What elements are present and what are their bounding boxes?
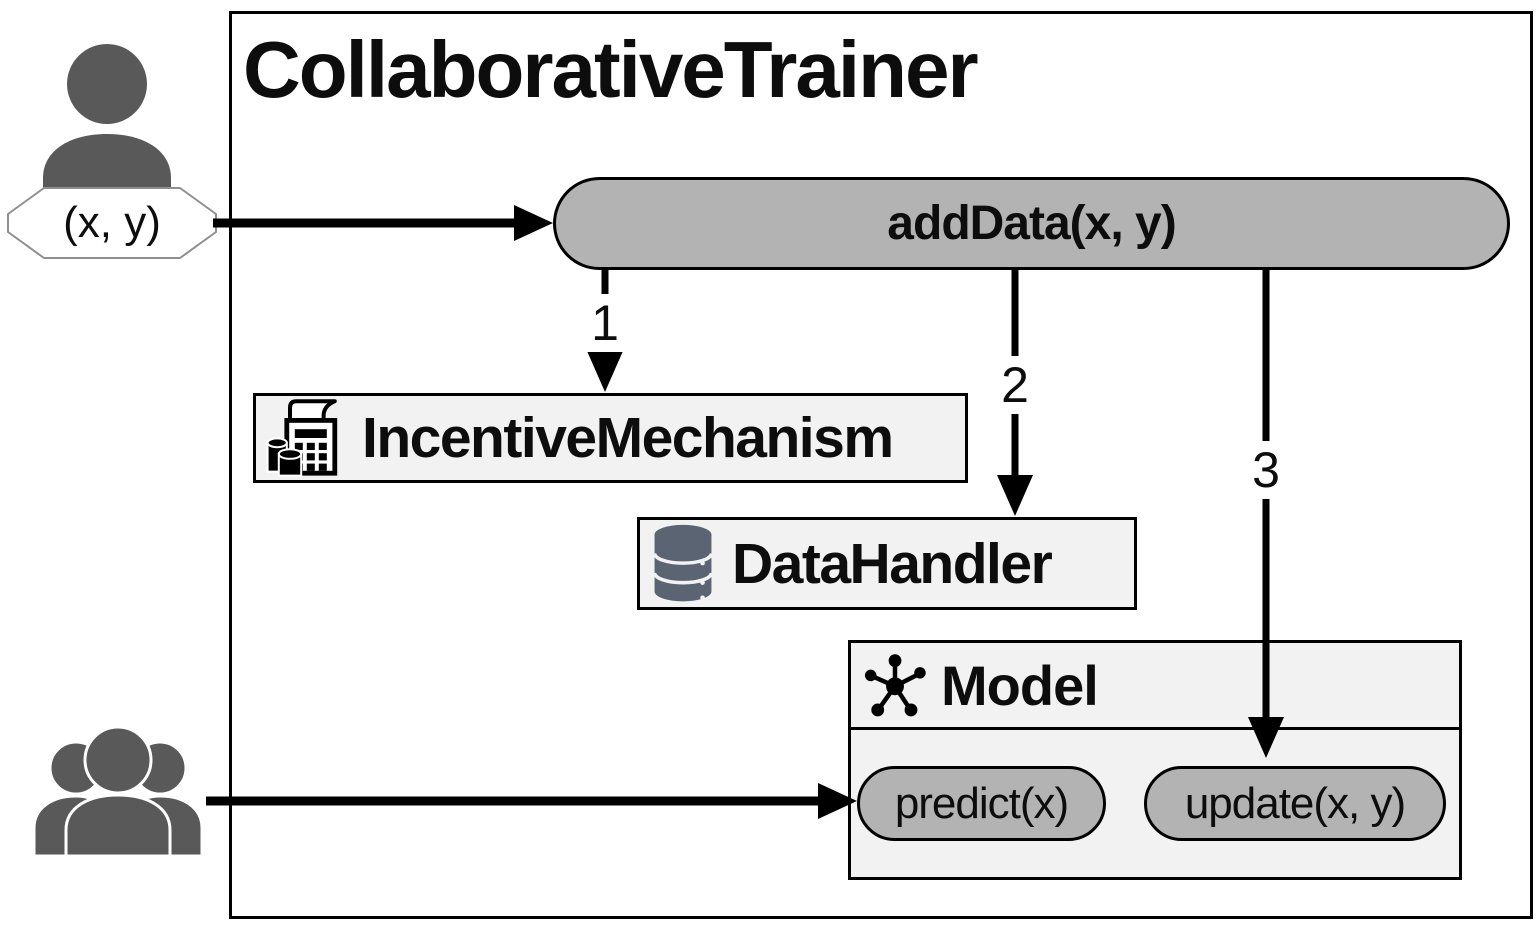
- model-body: predict(x) update(x, y): [851, 730, 1459, 877]
- data-handler-box: DataHandler: [637, 517, 1137, 610]
- step-3-label: 3: [1244, 441, 1288, 499]
- cash-register-icon: [266, 399, 338, 477]
- update-label: update(x, y): [1184, 778, 1406, 828]
- input-data-label: (x, y): [63, 198, 161, 247]
- model-box: Model predict(x) update(x, y): [848, 640, 1462, 880]
- network-hub-icon: [864, 654, 926, 717]
- incentive-mechanism-box: IncentiveMechanism: [253, 393, 968, 483]
- data-handler-label: DataHandler: [732, 531, 1053, 596]
- model-header: Model: [851, 643, 1459, 730]
- input-data-bubble: (x, y): [6, 186, 218, 260]
- people-group-icon: [32, 725, 204, 856]
- step-1-label: 1: [583, 294, 627, 352]
- database-icon: [652, 524, 714, 601]
- predict-method-pill: predict(x): [857, 766, 1106, 841]
- update-method-pill: update(x, y): [1144, 766, 1446, 841]
- adddata-label: addData(x, y): [887, 197, 1176, 250]
- model-label: Model: [941, 653, 1099, 717]
- speech-bubble-shape: [7, 187, 217, 259]
- predict-label: predict(x): [894, 778, 1069, 828]
- incentive-mechanism-label: IncentiveMechanism: [362, 406, 894, 470]
- adddata-method-pill: addData(x, y): [553, 177, 1510, 270]
- page-title: CollaborativeTrainer: [243, 25, 979, 114]
- person-icon: [43, 44, 171, 200]
- step-2-label: 2: [993, 356, 1037, 414]
